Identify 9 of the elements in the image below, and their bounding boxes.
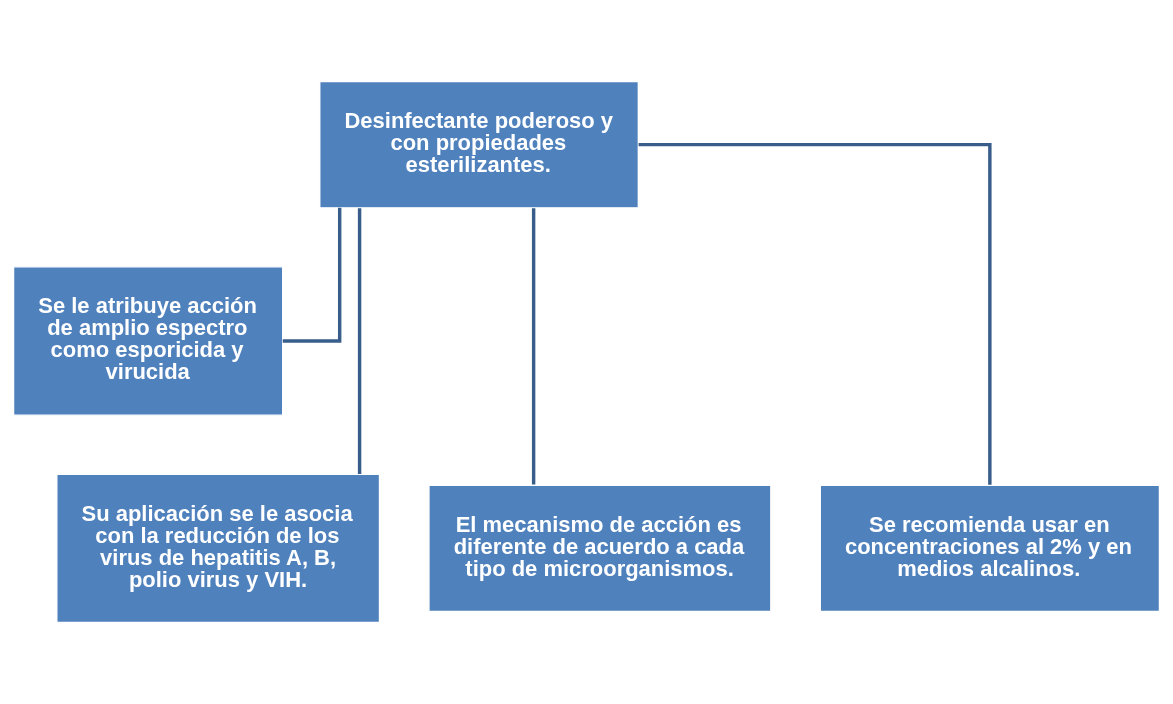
connector [531,208,536,485]
node-box: Desinfectante poderoso y con propiedades esterilizantes. [319,80,640,209]
connector [357,208,362,474]
node-box: Se le atribuye acción de amplio espectro como esporicida y virucida [12,266,284,416]
node-box: El mecanismo de acción es diferente de acuerdo a cada tipo de microorganismos. [428,484,772,613]
node-box: Su aplicación se le asocia con la reducción de los virus de hepatitis A, B, polio virus y VIH. [56,473,381,624]
connector [282,207,342,343]
connector [638,142,992,485]
node-box: Se recomienda usar en concentraciones al 2% y en medios alcalinos. [819,484,1161,613]
